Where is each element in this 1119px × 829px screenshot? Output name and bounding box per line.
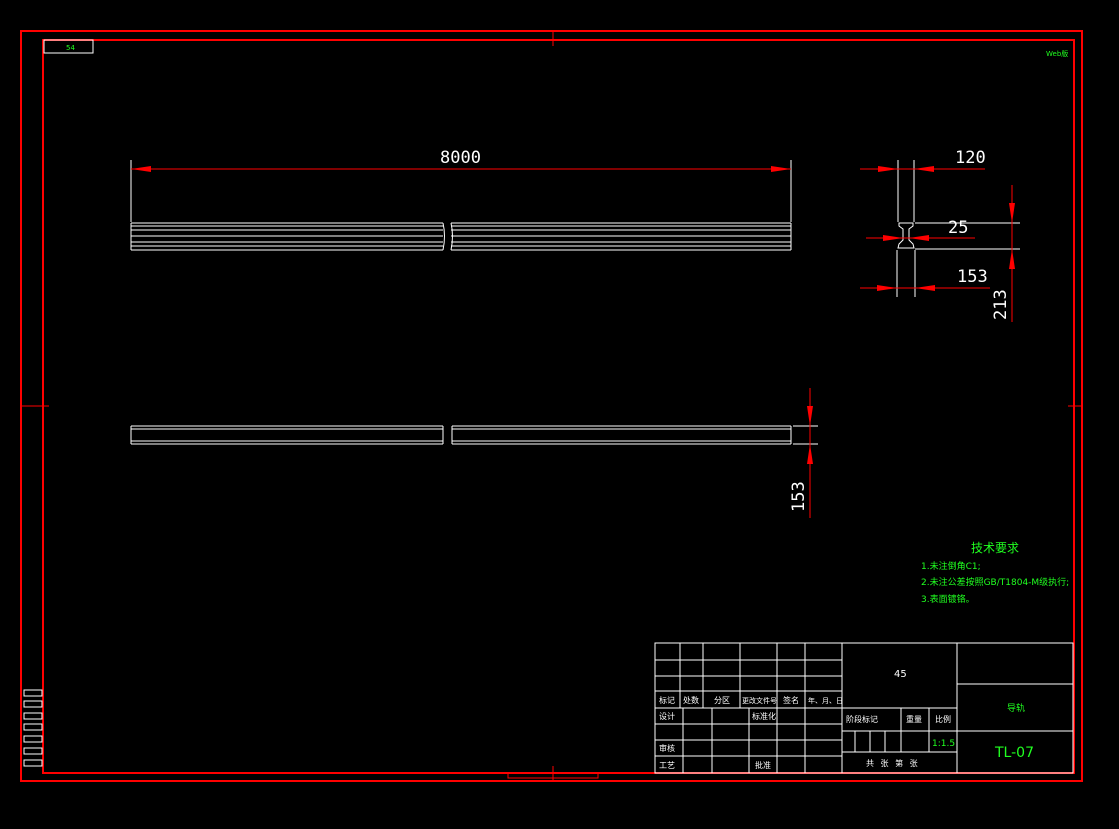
rail-bottom-view <box>130 425 792 445</box>
tb-sheets: 共 张 第 张 <box>866 758 920 768</box>
rail-cross-section <box>896 160 1020 297</box>
length-dimension <box>130 160 792 222</box>
inner-border <box>42 39 1075 774</box>
flange-width-label: 120 <box>955 148 986 168</box>
outer-border <box>20 30 1083 782</box>
top-left-tag: 54 <box>66 44 75 52</box>
bottom-scale-bar <box>507 772 599 779</box>
section-height-dimension <box>1009 185 1015 322</box>
tb-weight: 重量 <box>906 714 922 724</box>
tb-header-count: 处数 <box>683 695 699 705</box>
notes-title: 技术要求 <box>971 541 1019 555</box>
tb-header-change-doc: 更改文件号 <box>742 696 777 705</box>
note-item-3: 3.表面镀铬。 <box>921 593 975 605</box>
tb-scale-value: 1:1.5 <box>932 739 955 749</box>
tb-header-sign: 签名 <box>783 695 799 705</box>
note-item-1: 1.未注倒角C1; <box>921 560 981 572</box>
note-item-2: 2.未注公差按照GB/T1804-M级执行; <box>921 576 1069 588</box>
web-thickness-label: 25 <box>948 218 968 238</box>
tb-drawing-number: TL-07 <box>994 745 1034 761</box>
tb-header-mark: 标记 <box>659 695 675 705</box>
tb-header-date: 年、月、日 <box>808 696 843 705</box>
section-width-dimension <box>860 285 990 291</box>
section-height-label: 213 <box>991 289 1011 320</box>
tb-review: 审核 <box>659 743 675 753</box>
title-block <box>654 642 1074 774</box>
tb-process: 工艺 <box>659 761 675 770</box>
top-right-tag: Web版 <box>1046 49 1068 58</box>
tb-scale: 比例 <box>935 714 951 724</box>
section-width-label: 153 <box>957 267 988 287</box>
tb-stage-mark: 阶段标记 <box>846 714 878 724</box>
bottom-view-dimension <box>793 388 818 518</box>
tb-part-name: 导轨 <box>1007 702 1025 714</box>
tb-standardization: 标准化 <box>752 711 776 721</box>
tb-material: 45 <box>894 669 907 680</box>
left-side-stamps <box>23 689 43 767</box>
tb-header-zone: 分区 <box>714 696 730 705</box>
bottom-view-height-label: 153 <box>789 481 809 512</box>
flange-dimension <box>860 166 985 172</box>
tb-design: 设计 <box>659 711 675 721</box>
rail-side-view <box>130 222 792 251</box>
length-label: 8000 <box>440 148 481 168</box>
web-dimension <box>866 235 975 241</box>
tb-approve: 批准 <box>755 760 771 770</box>
top-left-tag-box <box>43 39 94 54</box>
